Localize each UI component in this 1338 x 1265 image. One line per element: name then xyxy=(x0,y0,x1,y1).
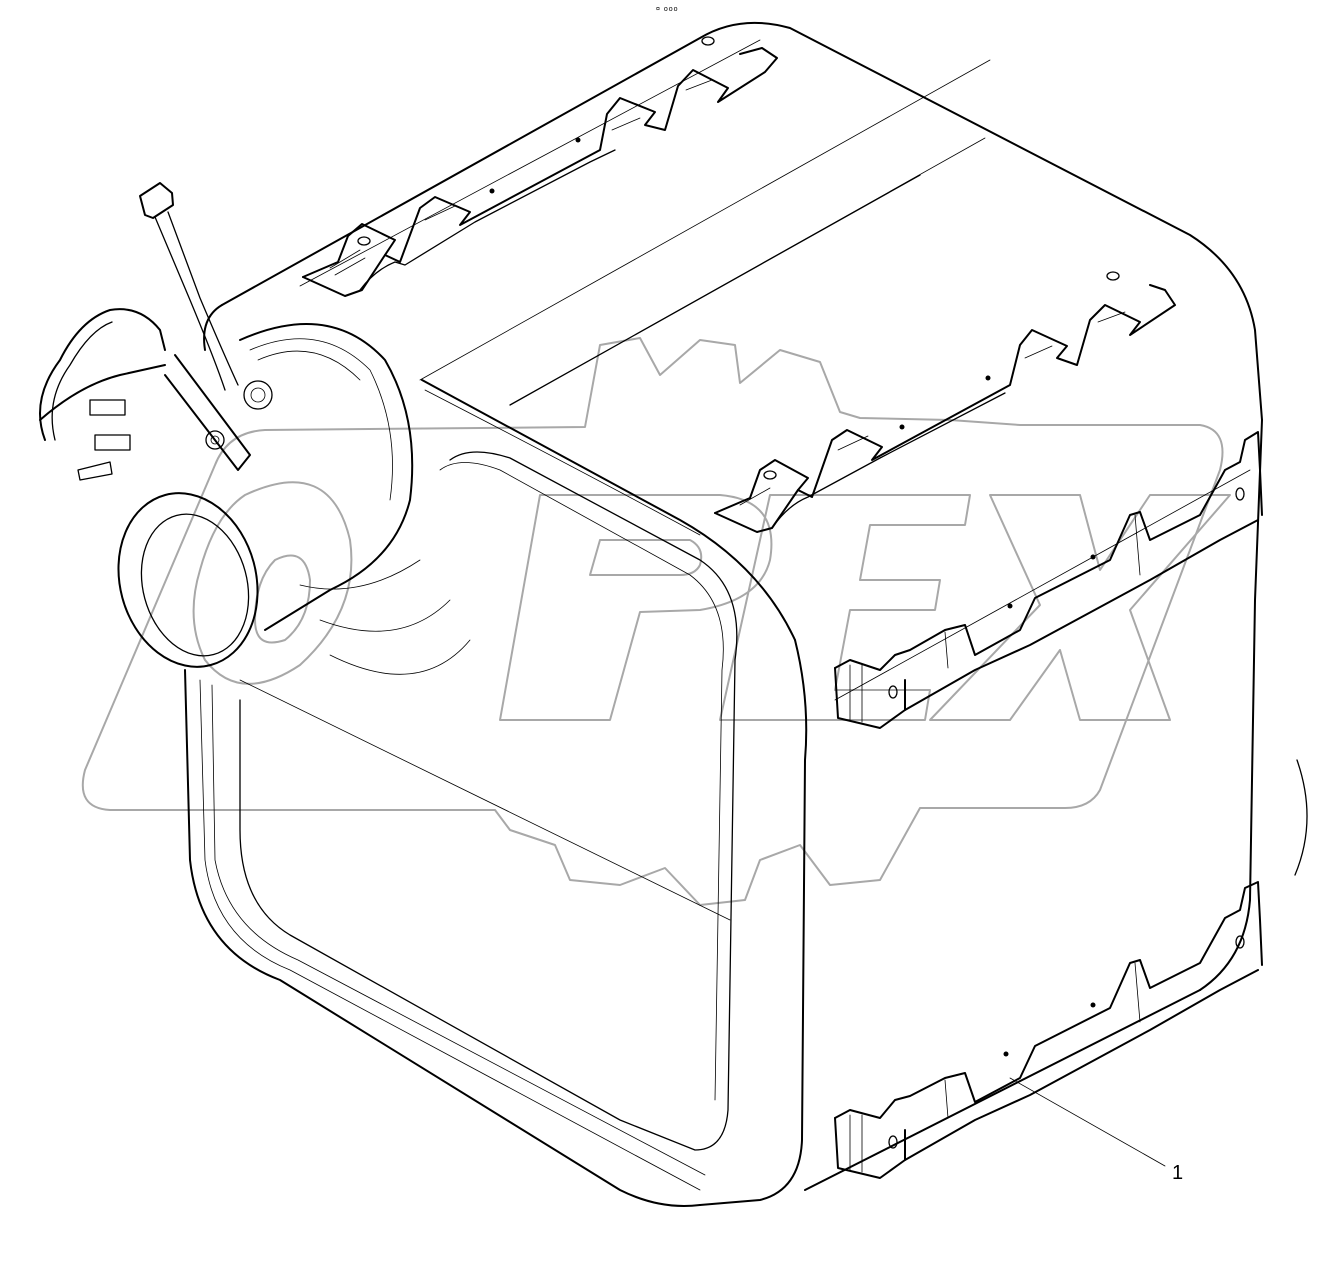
callout-leader-line xyxy=(1009,1077,1166,1167)
mounting-bracket-top-right xyxy=(714,271,1176,533)
watermark-text-opex xyxy=(192,481,1231,721)
callout-label-1: 1 xyxy=(1172,1162,1184,1184)
watermark-gear-outline xyxy=(81,337,1224,906)
mounting-bracket-top-left xyxy=(302,36,778,297)
mounting-bracket-side-upper xyxy=(834,431,1263,729)
tank-body xyxy=(184,21,1308,1207)
mounting-bracket-side-lower xyxy=(834,881,1263,1179)
sensor-hose-assembly xyxy=(39,182,273,481)
filler-neck xyxy=(117,323,471,675)
corner-mark: ¤ ooo xyxy=(656,6,679,13)
